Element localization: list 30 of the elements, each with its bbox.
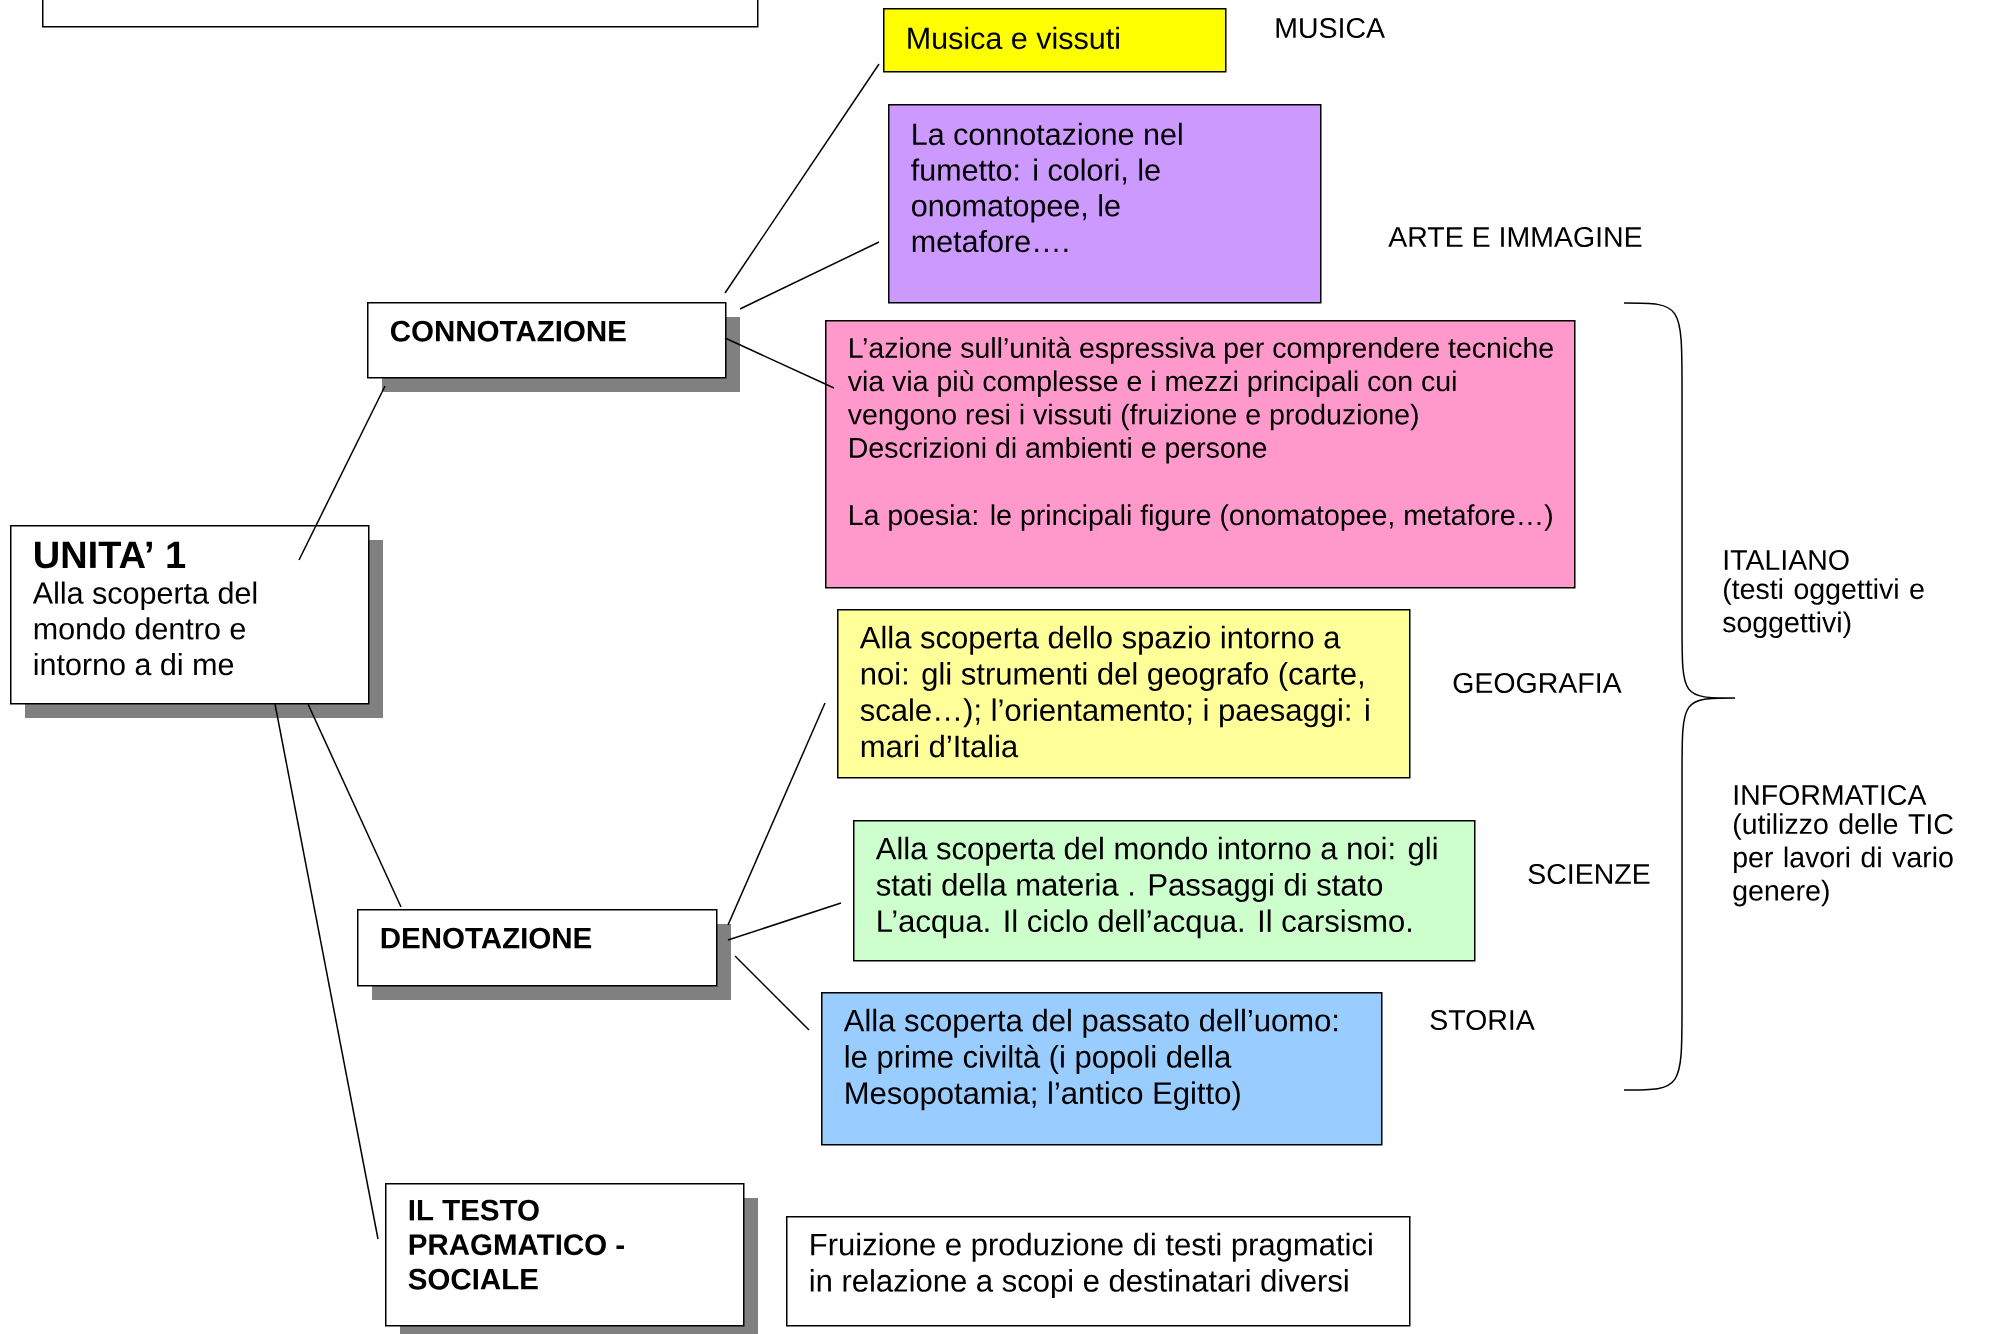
subject-label: GEOGRAFIA bbox=[1453, 672, 1622, 694]
subject-label: (utilizzo delle TIC per lavori di vario genere) bbox=[1733, 813, 1953, 907]
connector-line bbox=[739, 241, 880, 310]
connector-line bbox=[298, 385, 386, 561]
subject-label: MUSICA bbox=[1276, 17, 1385, 39]
category-box: DENOTAZIONE bbox=[357, 909, 731, 1000]
category-box: CONNOTAZIONE bbox=[367, 302, 740, 392]
topic-box: Musica e vissuti bbox=[883, 8, 1227, 73]
subject-label: STORIA bbox=[1430, 1009, 1535, 1031]
topic-box: Alla scoperta dello spazio intorno a noi: gli strumenti del geografo (carte, scale…); l’orientamento; i paesaggi: i mari d’Italia bbox=[837, 609, 1411, 779]
topic-box: L’azione sull’unità espressiva per comprendere tecniche via via più complesse e i mezzi principali con cui vengono resi i vissuti (fruizione e produzione) Descrizioni di ambienti e persone La poesia: le principali figure (onomatopee, metafore…) bbox=[825, 320, 1576, 589]
empty-box bbox=[42, 0, 759, 28]
subject-label: INFORMATICA bbox=[1734, 784, 1927, 806]
subject-label: (testi oggettivi e soggettivi) bbox=[1723, 578, 1924, 639]
unit-box: UNITA’ 1 Alla scoperta del mondo dentro e intorno a di me bbox=[10, 525, 383, 718]
connector-line bbox=[307, 703, 402, 908]
connector-line bbox=[274, 703, 379, 1240]
connector-line bbox=[727, 902, 842, 941]
topic-box: Alla scoperta del passato dell’uomo: le prime civiltà (i popoli della Mesopotamia; l’antico Egitto) bbox=[821, 992, 1383, 1146]
subject-label: ARTE E IMMAGINE bbox=[1388, 226, 1642, 248]
connector-line bbox=[727, 702, 826, 926]
subject-label: SCIENZE bbox=[1528, 863, 1650, 885]
subject-label: ITALIANO bbox=[1724, 549, 1849, 571]
description-box: Fruizione e produzione di testi pragmatici in relazione a scopi e destinatari diversi bbox=[786, 1216, 1411, 1327]
connector-line bbox=[734, 955, 810, 1031]
topic-box: Alla scoperta del mondo intorno a noi: gli stati della materia . Passaggi di stato L’acqua. Il ciclo dell’acqua. Il carsismo. bbox=[853, 820, 1476, 962]
category-box: IL TESTO PRAGMATICO - SOCIALE bbox=[385, 1183, 758, 1334]
connector-line bbox=[724, 63, 880, 294]
connector-line bbox=[724, 337, 835, 389]
topic-box: La connotazione nel fumetto: i colori, le onomatopee, le metafore…. bbox=[888, 104, 1322, 304]
